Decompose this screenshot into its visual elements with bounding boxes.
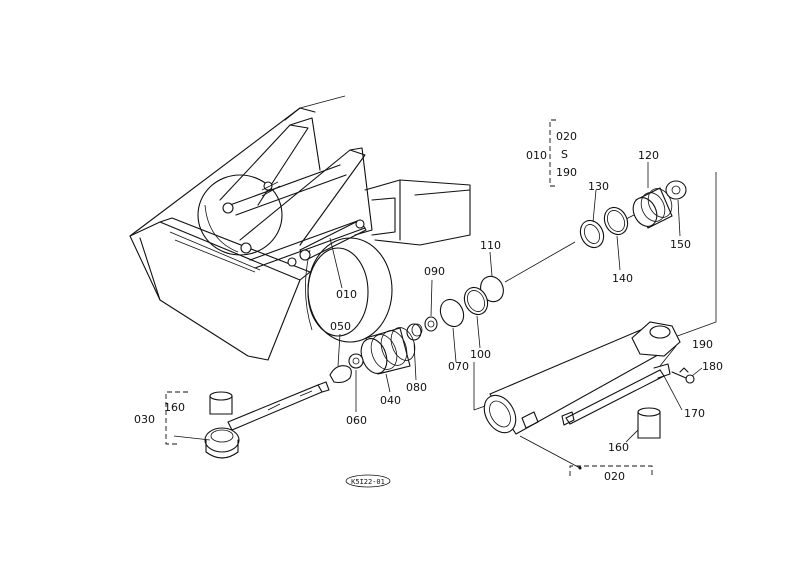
callout-010-main: 010	[336, 288, 357, 301]
drawing-code-stamp: K5I22-01	[345, 474, 391, 488]
callout-010-group: 010	[526, 149, 547, 162]
callout-070: 070	[448, 360, 469, 373]
callout-060: 060	[346, 414, 367, 427]
callout-180: 180	[702, 360, 723, 373]
callout-190-top: 190	[556, 166, 577, 179]
callout-150: 150	[670, 238, 691, 251]
callout-050: 050	[330, 320, 351, 333]
callout-160-tube: 160	[608, 441, 629, 454]
callout-020-bottom: 020	[604, 470, 625, 483]
callout-labels: 010 010 020 S 190 120 130 140 150 110 09…	[134, 130, 723, 483]
callout-030: 030	[134, 413, 155, 426]
leader-lines	[337, 162, 703, 443]
callout-140: 140	[612, 272, 633, 285]
callout-110: 110	[480, 239, 501, 252]
callout-range-separator: S	[561, 148, 568, 161]
loader-frame-illustration	[129, 95, 471, 361]
callout-190-right: 190	[692, 338, 713, 351]
callout-080: 080	[406, 381, 427, 394]
callout-160-rod: 160	[164, 401, 185, 414]
callout-120: 120	[638, 149, 659, 162]
callout-100: 100	[470, 348, 491, 361]
drawing-code: K5I22-01	[351, 478, 385, 486]
callout-020-top: 020	[556, 130, 577, 143]
callout-170: 170	[684, 407, 705, 420]
callout-130: 130	[588, 180, 609, 193]
callout-040: 040	[380, 394, 401, 407]
callout-090: 090	[424, 265, 445, 278]
cylinder-exploded-view	[165, 119, 717, 476]
